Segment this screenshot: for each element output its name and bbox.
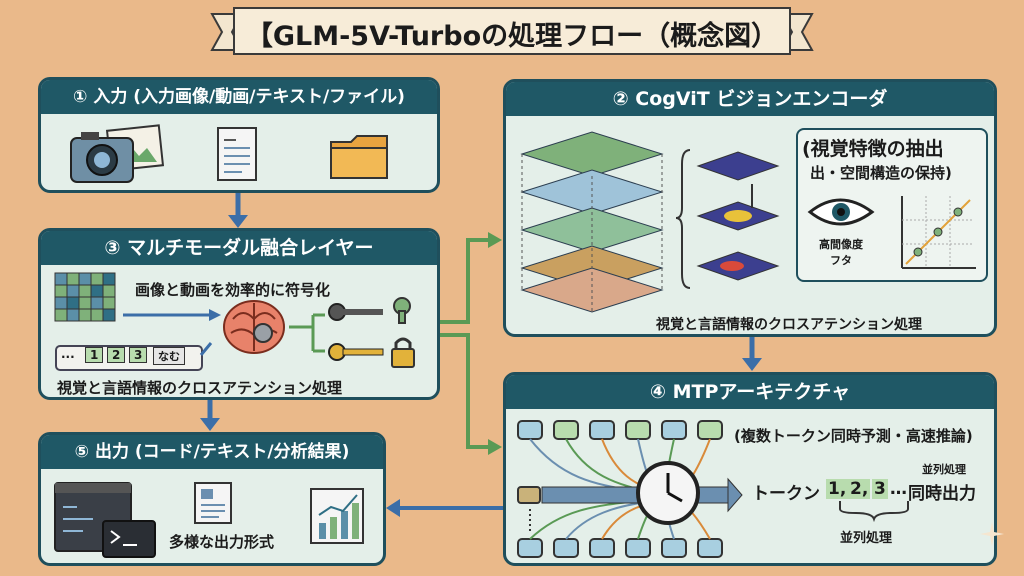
fusion-caption: 視覚と言語情報のクロスアテンション処理 [57, 379, 343, 397]
folder-icon [330, 135, 388, 179]
token-ellipsis: ... [61, 347, 75, 361]
sparkle-icon [980, 522, 1004, 546]
mtp-parallel-bottom: 並列処理 [840, 531, 893, 546]
heatmap-stack [675, 149, 780, 289]
token-1: 1 [85, 347, 104, 363]
token-4: なむ [153, 347, 185, 365]
key-icon [328, 303, 383, 321]
vision-encoder-panel: ② CogViT ビジョンエンコーダ (視覚特徴の抽出 出・空間構造の保持) 高… [503, 79, 997, 337]
mtp-panel: ④ MTPアーキテクチャ [503, 372, 997, 566]
lock-icon [391, 337, 415, 368]
mtp-token-label: トークン [752, 484, 820, 504]
title-banner [210, 7, 814, 55]
feature-box-subtitle: 出・空間構造の保持) [810, 164, 952, 182]
mtp-ellipsis: … [890, 479, 907, 499]
mtp-token-3: 3 [872, 479, 888, 499]
report-icon [194, 482, 232, 524]
input-panel: ① 入力 (入力画像/動画/テキスト/ファイル) [38, 77, 440, 193]
page-title: 【GLM-5V-Turboの処理フロー（概念図） [245, 21, 779, 52]
vit-caption: 視覚と言語情報のクロスアテンション処理 [656, 317, 922, 333]
output-panel-header: ⑤ 出力 (コード/テキスト/分析結果) [41, 435, 383, 469]
token-3: 3 [129, 347, 148, 363]
feature-layer-stack [520, 131, 664, 313]
fusion-panel: ③ マルチモーダル融合レイヤー 画像と動画を効率的に符号化 ... 1 2 3 … [38, 228, 440, 400]
mtp-parallel-top: 並列処理 [922, 463, 966, 476]
mtp-output-label: 同時出力 [908, 484, 976, 504]
output-panel: ⑤ 出力 (コード/テキスト/分析結果) 多様な出力形式 [38, 432, 386, 566]
token-grid-icon [54, 272, 116, 322]
output-caption: 多様な出力形式 [169, 533, 275, 551]
eye-icon [807, 198, 875, 226]
mtp-token-1: 1, [826, 479, 849, 499]
token-2: 2 [107, 347, 126, 363]
mtp-subtitle: (複数トークン同時予測・高速推論) [734, 427, 973, 445]
bar-chart-icon [310, 488, 364, 544]
vision-encoder-panel-header: ② CogViT ビジョンエンコーダ [506, 82, 994, 116]
mtp-panel-header: ④ MTPアーキテクチャ [506, 375, 994, 409]
gold-key-icon [328, 343, 384, 361]
keyhole-icon [393, 297, 411, 324]
mtp-network-diagram [517, 420, 909, 558]
eye-label: 高間像度 フタ [819, 238, 863, 267]
camera-icon [70, 124, 165, 183]
fusion-connectors [123, 309, 325, 356]
document-icon [217, 127, 257, 181]
terminal-icon [54, 482, 156, 558]
fusion-line1: 画像と動画を効率的に符号化 [135, 281, 331, 299]
feature-box-title: (視覚特徴の抽出 [802, 138, 944, 160]
fusion-panel-header: ③ マルチモーダル融合レイヤー [41, 231, 437, 265]
input-panel-header: ① 入力 (入力画像/動画/テキスト/ファイル) [41, 80, 437, 114]
mtp-token-2: 2, [848, 479, 871, 499]
spatial-plot-icon [901, 196, 976, 269]
brain-icon [223, 300, 285, 354]
